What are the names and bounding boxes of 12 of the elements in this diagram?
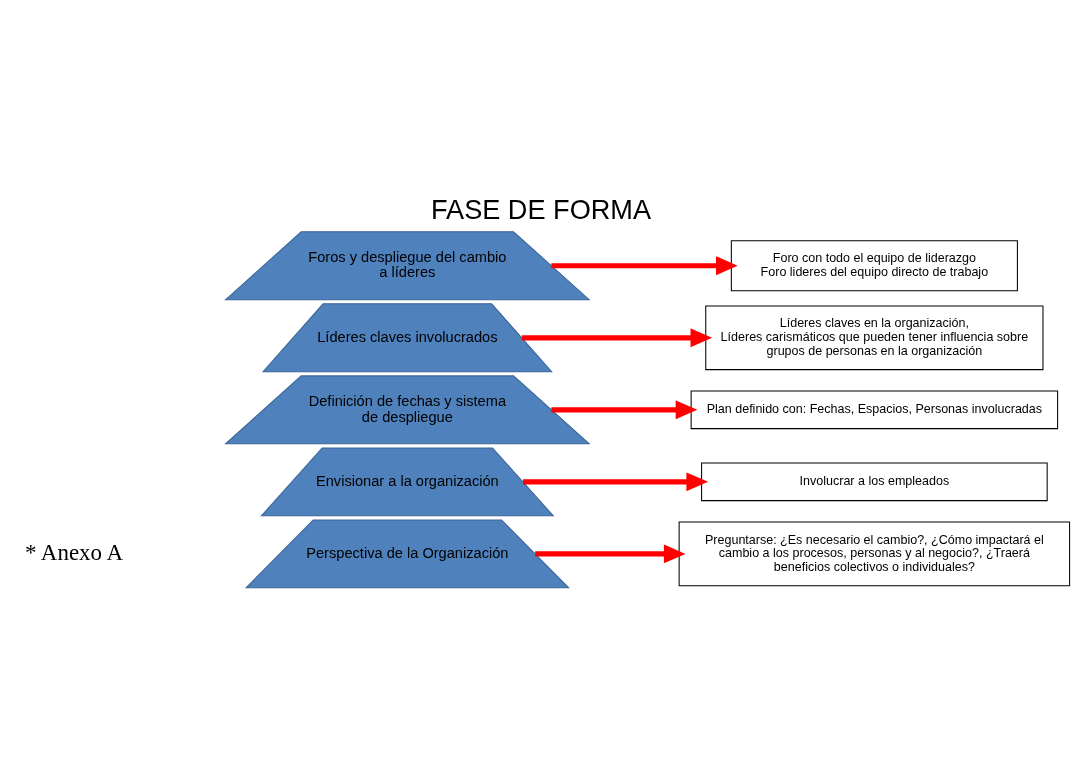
node-box: Involucrar a los empleados <box>701 462 1048 502</box>
node-box: Plan definido con: Fechas, Espacios, Personas involucradas <box>690 390 1059 430</box>
arrow <box>551 256 738 276</box>
label: * Anexo A <box>24 539 124 565</box>
node-box: Preguntarse: ¿Es necesario el cambio?, ¿Cómo impactará el cambio a los procesos, personas y al negocio?, ¿Traerá beneficios colectivos o individuales? <box>678 521 1071 587</box>
arrow <box>535 544 686 564</box>
arrow <box>523 472 709 492</box>
node-box: Foro con todo el equipo de liderazgo Foro lideres del equipo directo de trabajo <box>730 240 1018 292</box>
arrow <box>551 400 698 420</box>
diagram-title: FASE DE FORMA <box>430 194 652 226</box>
node-box: Líderes claves en la organización, Líderes carismáticos que pueden tener influencia sobre grupos de personas en la organización <box>705 305 1044 371</box>
arrow <box>521 328 713 348</box>
